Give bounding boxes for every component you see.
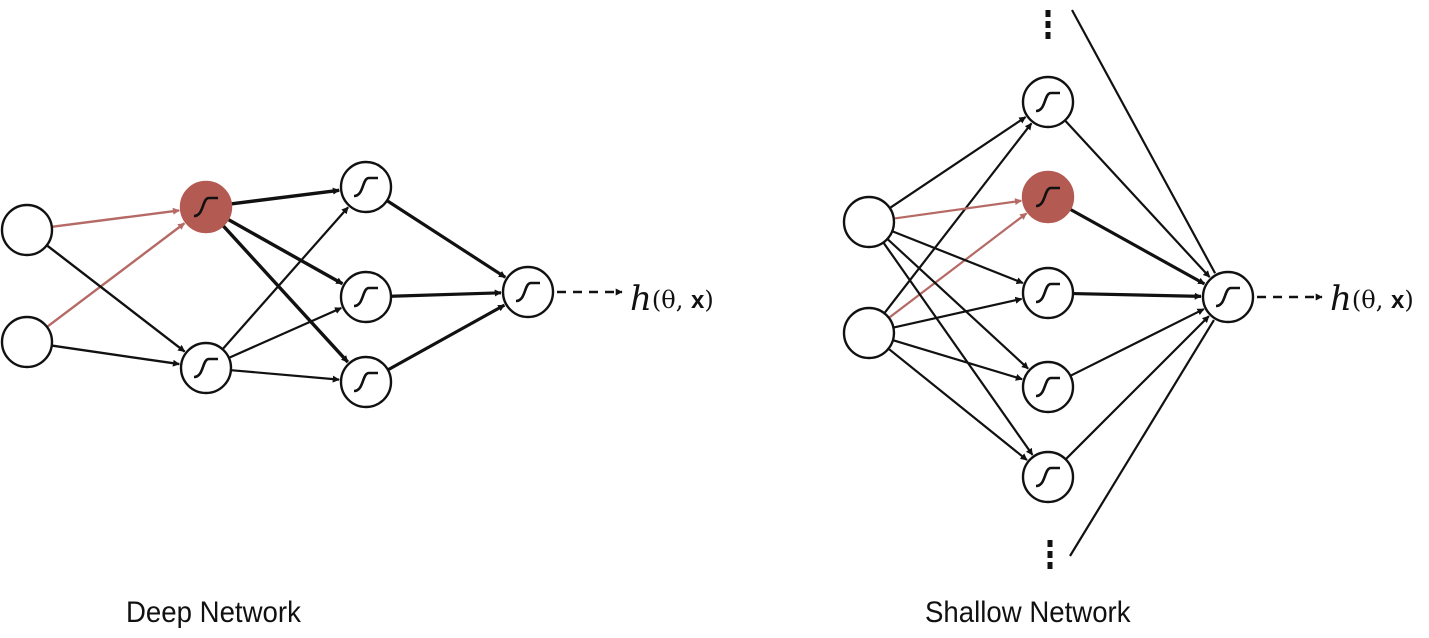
edge-d_h2a-to-d_out	[386, 199, 507, 279]
neuron-circle	[339, 270, 393, 324]
neuron-circle	[1021, 360, 1075, 414]
edge-s_in1-to-s_h5	[882, 241, 1034, 456]
neuron-s_h4	[1021, 360, 1075, 414]
ellipsis-top-dot-1	[1045, 10, 1051, 17]
edge-d_h1a-to-d_h2a	[230, 187, 340, 206]
edge-s_h2-to-s_out	[1069, 207, 1206, 286]
edge-s_h3-to-s_out	[1072, 291, 1202, 300]
shallow-output-label: h(θ, x)	[1330, 279, 1414, 319]
edge-d_in1-to-d_h1a	[51, 207, 180, 229]
sigmoid-icon	[353, 371, 378, 393]
deep-output-args-close: )	[704, 286, 713, 314]
sigmoid-icon	[193, 196, 218, 218]
edge-d_in1-to-d_h1b	[46, 244, 186, 353]
deep-output-symbol: h	[630, 279, 652, 319]
edge-d_h2c-to-d_out	[387, 303, 506, 372]
edge-s_in1-to-s_h1	[889, 116, 1027, 209]
edge-d_in2-to-d_h1a	[46, 222, 186, 328]
nodes-layer	[0, 75, 1255, 504]
decor-layer	[557, 10, 1323, 569]
deep-output-args-open: (θ,	[652, 286, 691, 314]
neuron-circle	[0, 203, 54, 257]
neuron-s_h3	[1021, 266, 1075, 320]
deep-network-caption: Deep Network	[126, 596, 301, 629]
neuron-circle	[501, 265, 555, 319]
shallow-output-symbol: h	[1330, 279, 1352, 319]
sigmoid-icon	[1035, 466, 1060, 488]
neuron-circle	[1201, 270, 1255, 324]
ellipsis-top-dot-3	[1045, 32, 1051, 39]
ellipsis-bottom-dot-2	[1047, 551, 1053, 558]
deep-output-x: x	[691, 287, 705, 314]
edge-d_h1b-to-d_h2a	[221, 206, 349, 350]
input-neuron-d_in1	[0, 203, 54, 257]
neuron-circle	[0, 315, 54, 369]
neuron-circle	[339, 355, 393, 409]
deep-output-label: h(θ, x)	[630, 279, 714, 319]
edge-s_in2-to-s_h2	[888, 212, 1028, 319]
neuron-d_h1b	[179, 341, 233, 395]
ellipsis-bottom-dot-3	[1047, 562, 1053, 569]
neuron-s_out	[1201, 270, 1255, 324]
highlighted-neuron-s_h2	[1021, 170, 1075, 224]
edge-s_in1-to-s_h4	[886, 238, 1029, 370]
shallow-network-caption: Shallow Network	[925, 596, 1131, 629]
edge-d_h1b-to-d_h2c	[230, 369, 340, 383]
ellipsis-top-dot-2	[1045, 21, 1051, 28]
input-neuron-s_in1	[842, 195, 896, 249]
sigmoid-icon	[1035, 91, 1060, 113]
shallow-output-x: x	[1391, 287, 1405, 314]
edge-offscreen-bottom-to-s_out	[1069, 319, 1215, 557]
neuron-s_h5	[1021, 450, 1075, 504]
sigmoid-icon	[1035, 376, 1060, 398]
edge-s_h5-to-s_out	[1064, 315, 1210, 461]
edge-s_in2-to-s_h5	[887, 347, 1028, 461]
edge-d_h1a-to-d_h2c	[221, 224, 350, 364]
edge-d_in2-to-d_h1b	[51, 344, 180, 367]
shallow-output-args-open: (θ,	[1352, 286, 1391, 314]
edge-offscreen-top-to-s_out	[1071, 9, 1217, 274]
neuron-circle	[842, 306, 896, 360]
edge-s_h4-to-s_out	[1069, 308, 1205, 377]
edge-s_in2-to-s_h3	[893, 296, 1023, 329]
edge-d_h2b-to-d_out	[390, 289, 502, 298]
neuron-d_h2b	[339, 270, 393, 324]
sigmoid-icon	[353, 286, 378, 308]
edge-s_in2-to-s_h4	[892, 339, 1023, 381]
neuron-circle	[1021, 170, 1075, 224]
highlighted-neuron-d_h1a	[179, 180, 233, 234]
neuron-circle	[1021, 75, 1075, 129]
edge-s_in2-to-s_h1	[883, 122, 1033, 314]
neuron-d_h2a	[339, 160, 393, 214]
sigmoid-icon	[353, 176, 378, 198]
input-neuron-s_in2	[842, 306, 896, 360]
neuron-circle	[339, 160, 393, 214]
edge-d_h1a-to-d_h2b	[226, 217, 344, 286]
edge-s_in1-to-s_h3	[891, 230, 1024, 285]
neuron-d_out	[501, 265, 555, 319]
input-neuron-d_in2	[0, 315, 54, 369]
edge-s_in1-to-s_h2	[893, 198, 1022, 220]
shallow-output-args-close: )	[1404, 286, 1413, 314]
edges-layer	[46, 9, 1217, 557]
neuron-circle	[1021, 450, 1075, 504]
neuron-circle	[179, 341, 233, 395]
edge-s_h1-to-s_out	[1064, 119, 1211, 278]
edge-d_h1b-to-d_h2b	[228, 306, 342, 359]
neuron-d_h2c	[339, 355, 393, 409]
sigmoid-icon	[1035, 186, 1060, 208]
neuron-circle	[842, 195, 896, 249]
neuron-circle	[179, 180, 233, 234]
sigmoid-icon	[193, 357, 218, 379]
sigmoid-icon	[1035, 282, 1060, 304]
sigmoid-icon	[1215, 286, 1240, 308]
sigmoid-icon	[515, 281, 540, 303]
neuron-s_h1	[1021, 75, 1075, 129]
neuron-circle	[1021, 266, 1075, 320]
ellipsis-bottom-dot-1	[1047, 540, 1053, 547]
